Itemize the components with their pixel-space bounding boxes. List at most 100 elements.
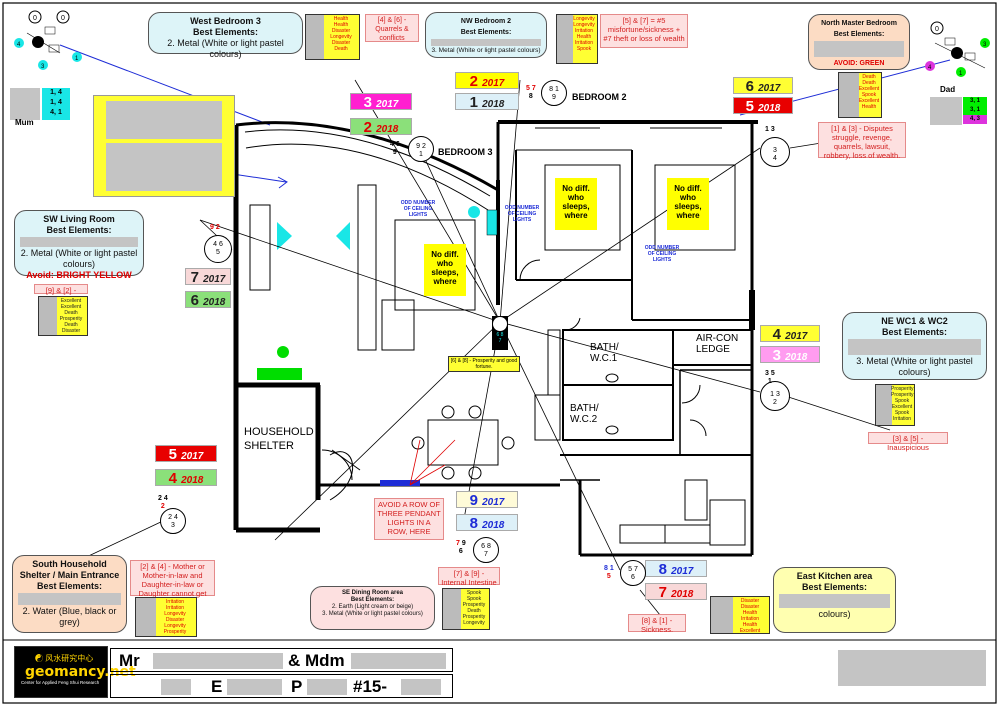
warning-35: [3] & [5] - Inauspicious (868, 432, 948, 452)
year-star-se1: 9 2017 (456, 491, 518, 509)
year-star-year: 2018 (758, 103, 781, 114)
svg-text:1: 1 (75, 56, 79, 62)
odd-lights-1: ODD NUMBER OF CEILING LIGHTS (400, 200, 436, 218)
west-bedroom-bubble: West Bedroom 3 Best Elements: 2. Metal (… (148, 12, 303, 59)
sw-living-bubble: SW Living Room Best Elements: 2. Metal (… (14, 210, 144, 280)
year-star-n2: 5 2018 (733, 97, 793, 115)
svg-text:3: 3 (41, 64, 45, 70)
svg-text:4: 4 (928, 65, 932, 71)
odd-lights-2: ODD NUMBER OF CEILING LIGHTS (504, 205, 540, 223)
svg-text:0: 0 (33, 15, 37, 22)
warning-13: [1] & [3] - Disputes struggle, revenge, … (818, 122, 906, 160)
year-star-number: 4 (168, 470, 182, 487)
warning-57: [5] & [7] = #5 misfortune/sickness + #7 … (600, 14, 688, 48)
year-star-number: 2 (363, 119, 377, 136)
year-star-s2: 4 2018 (155, 469, 217, 487)
mum-compass: 0 0 4 1 3 (5, 5, 85, 95)
svg-text:0: 0 (935, 26, 939, 33)
room-bedroom3: BEDROOM 3 (438, 147, 493, 157)
pendant-warning: AVOID A ROW OF THREE PENDANT LIGHTS IN A… (374, 498, 444, 540)
year-star-year: 2018 (482, 520, 505, 531)
svg-text:1: 1 (959, 71, 963, 77)
no-diff-note-2: No diff. who sleeps, where (667, 178, 709, 230)
year-star-year: 2018 (203, 297, 226, 308)
warning-46: [4] & [6] - Quarrels & conflicts (365, 14, 419, 42)
no-diff-note-3: No diff. who sleeps, where (424, 244, 466, 296)
mum-label: Mum (15, 118, 34, 127)
year-star-ne1: 4 2017 (760, 325, 820, 343)
warning-92: [9] & [2] - Illness. (34, 284, 88, 304)
room-bedroom2: BEDROOM 2 (572, 92, 627, 102)
mum-photo (10, 88, 40, 120)
room-aircon: AIR-CON LEDGE (696, 333, 739, 355)
odd-lights-3: ODD NUMBER OF CEILING LIGHTS (644, 245, 680, 263)
year-star-year: 2017 (203, 274, 226, 285)
year-star-number: 6 (745, 78, 759, 95)
north-master-bubble: North Master Bedroom Best Elements: AVOI… (808, 14, 910, 70)
year-star-number: 9 (469, 492, 483, 509)
se-dining-bubble: SE Dining Room area Best Elements: 2. Ea… (310, 586, 435, 630)
year-star-w1: 3 2017 (350, 93, 412, 111)
year-star-w2: 2 2018 (350, 118, 412, 136)
room-bath2: BATH/ W.C.2 (570, 403, 599, 425)
year-star-nw: 2 2017 (455, 72, 519, 90)
logo: ☯ 风水研究中心 geomancy.net Center for Applied… (14, 646, 136, 698)
nw-bedroom-bubble: NW Bedroom 2 Best Elements: 3. Metal (Wh… (425, 12, 547, 58)
year-star-number: 3 (772, 347, 786, 364)
redacted-block (838, 650, 986, 686)
ne-wc-bubble: NE WC1 & WC2 Best Elements: 3. Metal (Wh… (842, 312, 987, 380)
year-star-e1: 8 2017 (645, 560, 707, 578)
room-shelter: HOUSEHOLD SHELTER (244, 426, 314, 452)
year-star-number: 5 (168, 446, 182, 463)
year-star-number: 3 (363, 94, 377, 111)
year-star-number: 8 (469, 515, 483, 532)
year-star-year: 2017 (482, 78, 505, 89)
year-star-number: 4 (772, 326, 786, 343)
east-kitchen-bubble: East Kitchen area Best Elements: colours… (773, 567, 896, 633)
client-name-bar: Mr & Mdm (110, 648, 453, 672)
year-star-number: 6 (190, 292, 204, 309)
center-prosperity-note: [6] & [8] - Prosperity and good fortune. (448, 356, 520, 372)
warning-79: [7] & [9] - Internal Intestine illness. (438, 567, 500, 596)
dad-compass: 0 3 4 1 (915, 8, 995, 93)
year-star-year: 2018 (376, 124, 399, 135)
year-star-year: 2018 (671, 589, 694, 600)
year-star-year: 2018 (785, 352, 808, 363)
year-star-n1: 6 2017 (733, 77, 793, 95)
green-bar (257, 368, 302, 380)
no-diff-note-1: No diff. who sleeps, where (555, 178, 597, 230)
year-star-year: 2017 (482, 497, 505, 508)
year-star-sw2: 6 2018 (185, 291, 231, 309)
year-star-year: 2017 (376, 99, 399, 110)
year-star-sw1: 7 2017 (185, 268, 231, 286)
photo-frame (93, 95, 235, 197)
year-star-number: 2 (469, 73, 483, 90)
green-circle (277, 346, 289, 358)
year-star-nw2: 1 2018 (455, 93, 519, 111)
year-star-number: 8 (658, 561, 672, 578)
svg-text:3: 3 (983, 42, 987, 48)
warning-24: [2] & [4] - Mother or Mother-in-law and … (130, 560, 215, 607)
svg-text:0: 0 (61, 15, 65, 22)
year-star-year: 2017 (758, 83, 781, 94)
room-bath1: BATH/ W.C.1 (590, 342, 619, 364)
warning-81: [8] & [1] - Sickness. (628, 614, 686, 634)
south-shelter-bubble: South Household Shelter / Main Entrance … (12, 555, 127, 633)
